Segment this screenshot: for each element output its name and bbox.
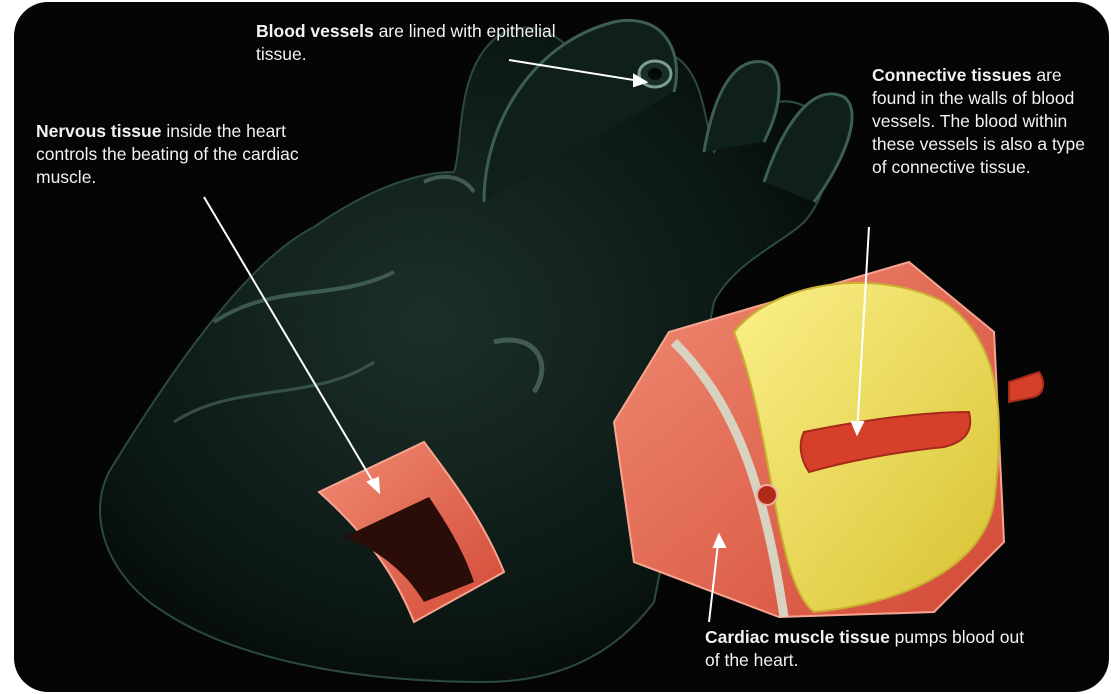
label-nervous-tissue: Nervous tissue inside the heart controls… xyxy=(36,120,336,189)
label-blood-vessels-term: Blood vessels xyxy=(256,21,374,41)
label-connective-tissues-term: Connective tissues xyxy=(872,65,1032,85)
vessel-lumen xyxy=(648,68,662,80)
label-nervous-tissue-term: Nervous tissue xyxy=(36,121,161,141)
label-blood-vessels: Blood vessels are lined with epithelial … xyxy=(256,20,556,66)
illustration-frame: Blood vessels are lined with epithelial … xyxy=(14,2,1109,692)
label-cardiac-muscle-term: Cardiac muscle tissue xyxy=(705,627,890,647)
label-cardiac-muscle: Cardiac muscle tissue pumps blood out of… xyxy=(705,626,1025,672)
label-connective-tissues: Connective tissues are found in the wall… xyxy=(872,64,1102,179)
